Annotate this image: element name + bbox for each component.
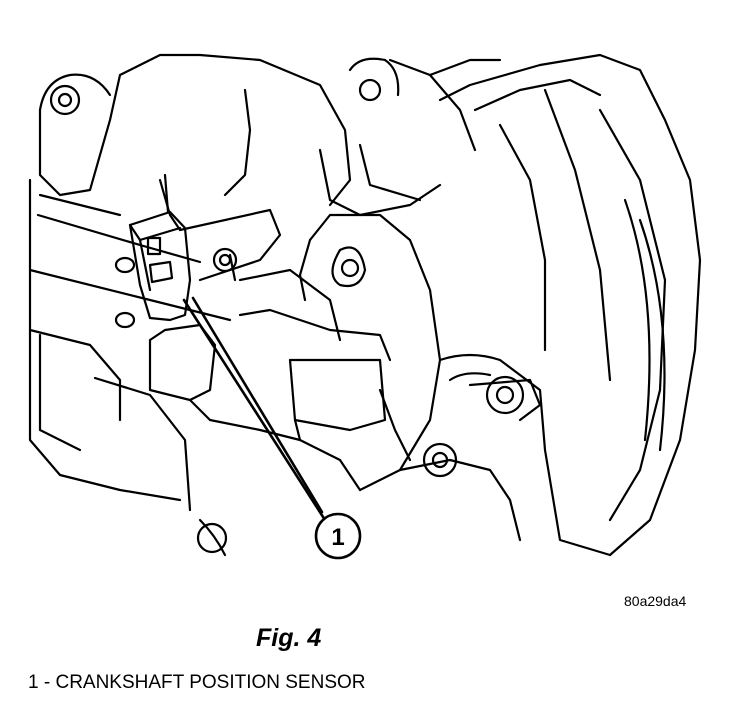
callout-number: 1 <box>331 524 344 551</box>
legend-item: 1 - CRANKSHAFT POSITION SENSOR <box>28 672 366 694</box>
crankshaft-position-sensor <box>128 173 192 322</box>
image-code: 80a29da4 <box>624 593 687 609</box>
engine-illustration: 1 <box>28 53 702 560</box>
sensor-bracket <box>148 178 392 492</box>
upper-housing <box>198 53 502 217</box>
legend-separator: - <box>38 672 56 693</box>
legend-text: CRANKSHAFT POSITION SENSOR <box>55 672 366 693</box>
callout-1: 1 <box>314 512 362 560</box>
leader-line <box>182 296 327 522</box>
figure-caption: Fig. 4 <box>256 624 322 652</box>
center-casting <box>298 213 542 542</box>
engine-block <box>28 53 232 557</box>
legend-number: 1 <box>28 672 39 693</box>
pulley-housing <box>438 53 702 557</box>
